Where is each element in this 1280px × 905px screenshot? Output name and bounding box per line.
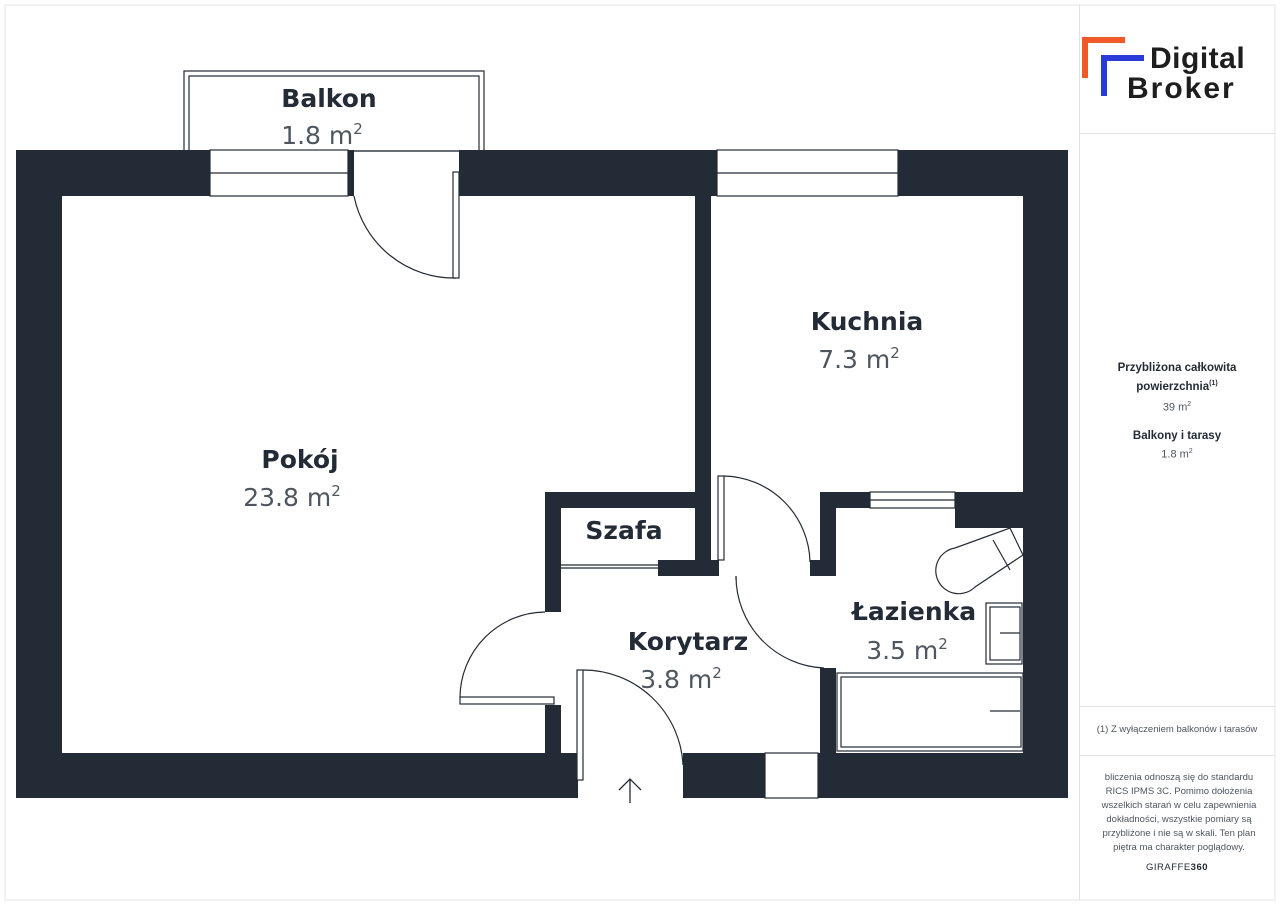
room-label-szafa: Szafa (585, 516, 662, 545)
sidebar-divider (1080, 706, 1275, 707)
svg-text:Łazienka: Łazienka (850, 597, 976, 626)
svg-text:23.8 m2: 23.8 m2 (243, 482, 341, 512)
windows (209, 149, 956, 799)
balcony-area-value: 1.8 m2 (1161, 448, 1193, 461)
svg-text:1.8 m2: 1.8 m2 (281, 120, 363, 150)
svg-text:3.5 m2: 3.5 m2 (866, 635, 948, 665)
svg-text:Korytarz: Korytarz (628, 627, 748, 656)
sidebar-divider (1079, 5, 1080, 900)
svg-text:Kuchnia: Kuchnia (811, 307, 924, 336)
digital-broker-logo-icon (1082, 37, 1144, 96)
total-area-value: 39 m2 (1162, 400, 1192, 414)
brand-name-line1: Digital (1150, 42, 1246, 75)
room-label-korytarz: Korytarz 3.8 m2 (628, 627, 748, 694)
room-label-pokoj: Pokój 23.8 m2 (243, 445, 341, 512)
room-label-kuchnia: Kuchnia 7.3 m2 (811, 307, 924, 374)
room-label-balkon: Balkon 1.8 m2 (281, 84, 377, 150)
bathroom-fixtures (836, 527, 1024, 752)
disclaimer: bliczenia odnoszą się do standardu RICS … (1101, 772, 1257, 853)
room-label-lazienka: Łazienka 3.5 m2 (850, 597, 976, 665)
page-frame (4, 4, 1276, 901)
svg-text:Szafa: Szafa (585, 516, 662, 545)
entrance-arrow-icon (618, 778, 642, 803)
svg-text:3.8 m2: 3.8 m2 (640, 664, 722, 694)
total-area-block: Przybliżona całkowita powierzchnia(1) 39… (1080, 360, 1274, 413)
balcony-area-label: Balkony i tarasy (1132, 430, 1222, 442)
walls (16, 150, 1068, 798)
sidebar-divider (1080, 133, 1275, 134)
svg-text:Balkon: Balkon (281, 84, 376, 113)
giraffe360-credit: GIRAFFE360 (1145, 862, 1209, 873)
svg-text:7.3 m2: 7.3 m2 (818, 344, 900, 374)
doors (353, 171, 825, 781)
brand-name-line2: Broker (1127, 72, 1236, 105)
svg-text:Pokój: Pokój (261, 445, 338, 474)
footnote: (1) Z wyłączeniem balkonów i tarasów (1096, 724, 1258, 735)
balcony-area-block: Balkony i tarasy 1.8 m2 (1080, 428, 1274, 461)
total-area-label: Przybliżona całkowita powierzchnia(1) (1117, 362, 1237, 393)
sidebar-divider (1080, 755, 1275, 756)
